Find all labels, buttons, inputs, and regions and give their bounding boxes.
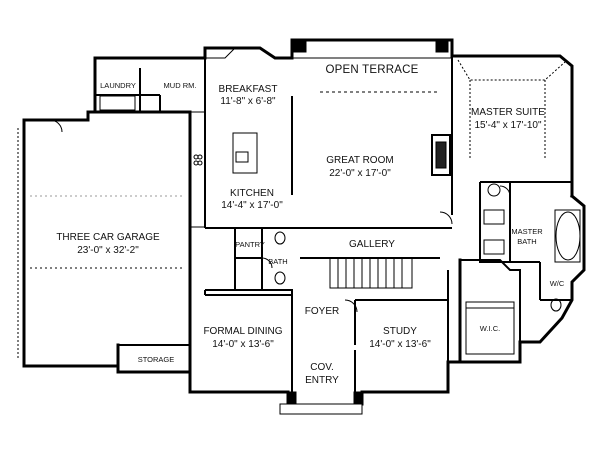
room-labels: BREAKFAST 11'-8" x 6'-8" OPEN TERRACE MA…: [56, 64, 565, 386]
breakfast-label: BREAKFAST: [219, 84, 278, 95]
master-suite-label: MASTER SUITE: [471, 107, 545, 118]
cov-entry-label-2: ENTRY: [305, 375, 339, 386]
gallery-label: GALLERY: [349, 239, 395, 250]
kitchen-label: KITCHEN: [230, 188, 274, 199]
pantry-label: PANTRY: [235, 240, 265, 249]
garage-label: THREE CAR GARAGE: [56, 232, 160, 243]
mud-room-label: MUD RM.: [164, 81, 197, 90]
master-suite-dims: 15'-4" x 17'-10": [474, 120, 542, 131]
master-bath-label: MASTER: [511, 227, 543, 236]
fixtures: [17, 39, 581, 415]
study-label: STUDY: [383, 326, 417, 337]
study-dims: 14'-0" x 13'-6": [369, 339, 431, 350]
master-bath-label-2: BATH: [517, 237, 536, 246]
kitchen-dims: 14'-4" x 17'-0": [221, 200, 283, 211]
wic-label: W.I.C.: [480, 324, 500, 333]
wc-label: W/C: [550, 279, 565, 288]
bath-label: BATH: [268, 257, 287, 266]
formal-dining-dims: 14'-0" x 13'-6": [212, 339, 274, 350]
exterior-walls: [22, 38, 586, 406]
great-room-label: GREAT ROOM: [326, 155, 393, 166]
open-terrace-label: OPEN TERRACE: [326, 64, 419, 76]
garage-dims: 23'-0" x 32'-2": [77, 245, 139, 256]
formal-dining-label: FORMAL DINING: [203, 326, 282, 337]
storage-label: STORAGE: [138, 355, 175, 364]
laundry-label: LAUNDRY: [100, 81, 136, 90]
foyer-label: FOYER: [305, 306, 339, 317]
cov-entry-label: COV.: [310, 362, 334, 373]
great-room-dims: 22'-0" x 17'-0": [329, 168, 391, 179]
breakfast-dims: 11'-8" x 6'-8": [220, 96, 276, 107]
